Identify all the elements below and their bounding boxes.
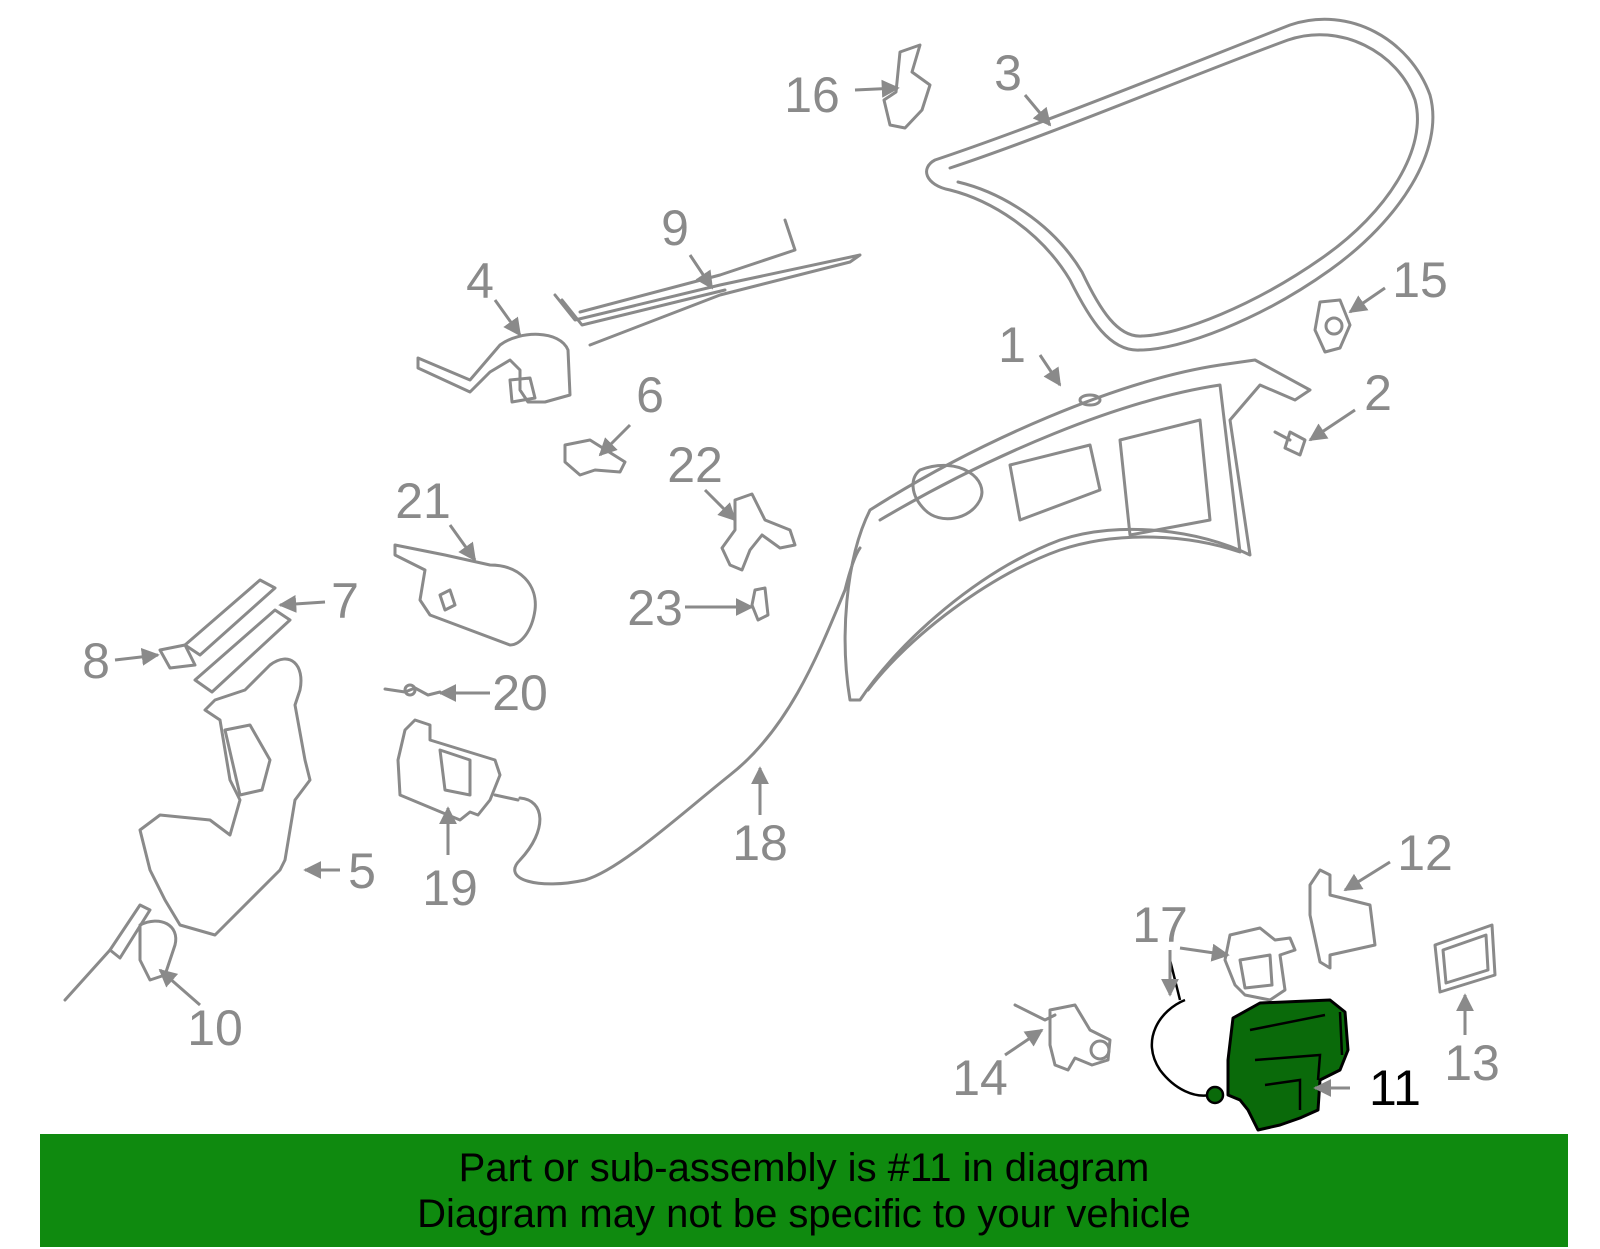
banner-line-2: Diagram may not be specific to your vehi… — [417, 1191, 1191, 1236]
part-14-lock-cylinder — [1013, 1003, 1112, 1072]
callout-23: 23 — [627, 580, 683, 636]
banner-line-1: Part or sub-assembly is #11 in diagram — [458, 1145, 1150, 1190]
part-7-8-hinge-plates — [158, 578, 292, 694]
callout-16: 16 — [784, 67, 840, 123]
callout-7: 7 — [331, 573, 359, 629]
part-18-release-cable — [513, 546, 862, 886]
part-2-bolt — [1273, 430, 1307, 457]
part-3-weatherstrip — [925, 17, 1435, 352]
callout-8: 8 — [82, 633, 110, 689]
callout-19: 19 — [422, 860, 478, 916]
callout-22: 22 — [667, 437, 723, 493]
info-banner: Part or sub-assembly is #11 in diagram D… — [40, 1134, 1568, 1247]
part-19-latch — [396, 718, 520, 822]
callout-13: 13 — [1444, 1035, 1500, 1091]
part-17-actuator — [1223, 926, 1297, 1002]
part-13-pad — [1433, 923, 1497, 994]
part-12-striker — [1308, 868, 1377, 970]
callout-15: 15 — [1392, 252, 1448, 308]
callout-21: 21 — [395, 473, 451, 529]
part-10-strut — [63, 903, 178, 1002]
callout-20: 20 — [492, 665, 548, 721]
callout-11: 11 — [1369, 1060, 1421, 1116]
part-4-hinge-strap — [416, 332, 572, 404]
callout-12: 12 — [1397, 825, 1453, 881]
part-16-clip — [882, 43, 932, 130]
callout-1: 1 — [998, 317, 1026, 373]
callout-9: 9 — [661, 200, 689, 256]
part-23-small-clip — [750, 586, 770, 622]
part-21-cover — [393, 543, 537, 647]
callout-labels: 1 2 3 4 5 6 7 8 9 10 11 12 13 14 15 16 1… — [82, 45, 1500, 1116]
callout-18: 18 — [732, 815, 788, 871]
callout-14: 14 — [952, 1050, 1008, 1106]
part-11-trunk-latch — [1205, 998, 1350, 1132]
part-11-cable — [1150, 959, 1211, 1097]
part-5-hinge-arm — [138, 657, 312, 937]
callout-leaders — [114, 79, 1474, 1097]
part-22-hinge-bracket — [720, 492, 797, 572]
callout-3: 3 — [994, 45, 1022, 101]
callout-4: 4 — [466, 253, 494, 309]
part-20-cable-end — [383, 683, 442, 697]
part-9-torsion-rods — [553, 218, 862, 347]
callout-6: 6 — [636, 367, 664, 423]
callout-5: 5 — [348, 843, 376, 899]
part-15-bumper — [1313, 298, 1352, 354]
callout-17: 17 — [1132, 897, 1188, 953]
part-1-trunk-lid — [843, 358, 1312, 702]
callout-10: 10 — [187, 1000, 243, 1056]
part-6-bracket — [563, 438, 627, 477]
callout-2: 2 — [1364, 365, 1392, 421]
